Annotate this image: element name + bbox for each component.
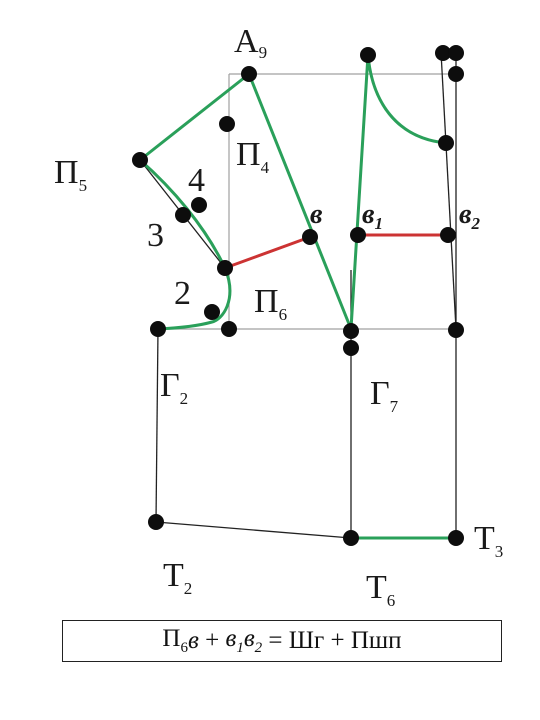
point-t3 [448, 530, 464, 546]
point-v1 [350, 227, 366, 243]
label-t6: Т6 [366, 569, 395, 610]
point-p6 [217, 260, 233, 276]
point-3 [175, 207, 191, 223]
label-v1: в1 [362, 199, 383, 233]
measurement-lines [223, 233, 450, 270]
point-p5 [132, 152, 148, 168]
label-2: 2 [174, 275, 191, 312]
point-4 [191, 197, 207, 213]
point-g2 [150, 321, 166, 337]
dart-right-line [349, 53, 370, 331]
formula-equals: = [262, 627, 289, 654]
label-p5: П5 [54, 154, 87, 195]
point-g7-upper [343, 323, 359, 339]
point-top-right-b [448, 45, 464, 61]
point-p4 [219, 116, 235, 132]
point-right-chest [448, 322, 464, 338]
formula-p6: П6 [162, 625, 188, 656]
point-2 [204, 304, 220, 320]
point-v [302, 229, 318, 245]
formula-plus-2: + [324, 627, 351, 654]
label-v: в [310, 199, 323, 230]
label-v2: в2 [459, 199, 481, 233]
point-neck-end [438, 135, 454, 151]
left-side-line [155, 328, 159, 523]
label-3: 3 [147, 217, 164, 254]
point-t2 [148, 514, 164, 530]
green-contour [138, 53, 458, 540]
label-g7: Г7 [370, 375, 399, 416]
armhole-curve [138, 158, 232, 331]
formula-v: в [187, 627, 199, 654]
formula-shg: Шг [288, 627, 325, 654]
label-p4: П4 [236, 136, 270, 177]
p6-v-segment [223, 235, 312, 270]
formula-pshp: Пшп [350, 627, 402, 654]
label-a9: А9 [234, 23, 267, 62]
points [132, 45, 464, 546]
point-t6 [343, 530, 359, 546]
formula-v1: в1 [225, 625, 244, 656]
label-t2: Т2 [163, 557, 192, 598]
formula-plus-1: + [198, 627, 226, 654]
label-4: 4 [188, 162, 205, 199]
point-top-right-a [435, 45, 451, 61]
point-v2 [440, 227, 456, 243]
center-back-line [440, 51, 457, 330]
shoulder-line [138, 72, 251, 162]
point-neck-top [360, 47, 376, 63]
neck-curve [366, 53, 448, 145]
point-a9 [241, 66, 257, 82]
point-g7-lower [343, 340, 359, 356]
dart-left-line [247, 72, 353, 331]
formula-v2: в2 [243, 625, 263, 656]
label-t3: Т3 [474, 520, 503, 561]
point-top-right-c [448, 66, 464, 82]
waist-line-left [155, 521, 352, 539]
point-grid-corner [221, 321, 237, 337]
label-g2: Г2 [160, 367, 188, 408]
label-p6: П6 [254, 283, 287, 324]
